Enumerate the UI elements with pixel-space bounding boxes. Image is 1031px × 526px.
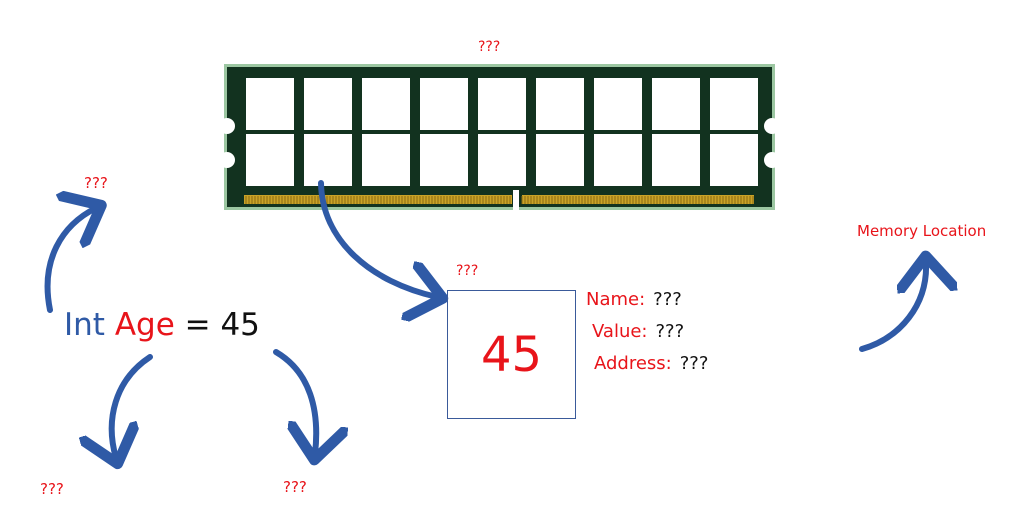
ram-chip — [594, 134, 642, 186]
ram-chip — [710, 134, 758, 186]
ram-chip — [478, 78, 526, 130]
info-address-key: Address: — [594, 353, 672, 374]
ram-chip — [652, 78, 700, 130]
ram-chip — [478, 134, 526, 186]
memory-cell-value: 45 — [480, 326, 543, 383]
info-name-row: Name:??? — [586, 291, 682, 309]
info-name-value: ??? — [653, 289, 682, 310]
arrow-int-down — [112, 354, 153, 458]
ram-chip — [362, 134, 410, 186]
info-value-key: Value: — [592, 321, 648, 342]
ram-chip — [246, 78, 294, 130]
ram-chip — [652, 134, 700, 186]
memory-cell-label: ??? — [456, 263, 479, 279]
ram-label: ??? — [478, 39, 501, 55]
info-value-value: ??? — [655, 321, 685, 342]
arrow-value-down — [273, 349, 316, 454]
arrow-ram-to-cell — [318, 180, 437, 297]
info-value-row: Value:??? — [592, 323, 684, 341]
ram-chip — [304, 134, 352, 186]
arrow-code-to-top-label — [44, 208, 96, 313]
data-type-label: ??? — [40, 480, 64, 498]
data-type-keyword: Int — [64, 307, 105, 343]
ram-chip — [246, 134, 294, 186]
variable-label-top: ??? — [84, 174, 108, 192]
ram-chip — [710, 78, 758, 130]
ram-chip — [536, 78, 584, 130]
ram-module-icon — [224, 64, 775, 210]
ram-chip — [362, 78, 410, 130]
arrow-to-memory-location — [859, 262, 926, 352]
ram-chip — [420, 78, 468, 130]
info-address-row: Address:??? — [594, 355, 708, 373]
memory-location-label: Memory Location — [857, 222, 987, 240]
variable-name: Age — [114, 307, 175, 343]
variable-declaration: Int Age = 45 — [64, 310, 260, 341]
ram-chip — [420, 134, 468, 186]
ram-chip — [594, 78, 642, 130]
value-label: ??? — [283, 478, 307, 496]
memory-cell-box: 45 — [447, 290, 576, 419]
ram-chip — [304, 78, 352, 130]
info-name-key: Name: — [586, 289, 646, 310]
info-address-value: ??? — [679, 353, 709, 374]
ram-chip — [536, 134, 584, 186]
assignment-value: = 45 — [174, 307, 260, 343]
